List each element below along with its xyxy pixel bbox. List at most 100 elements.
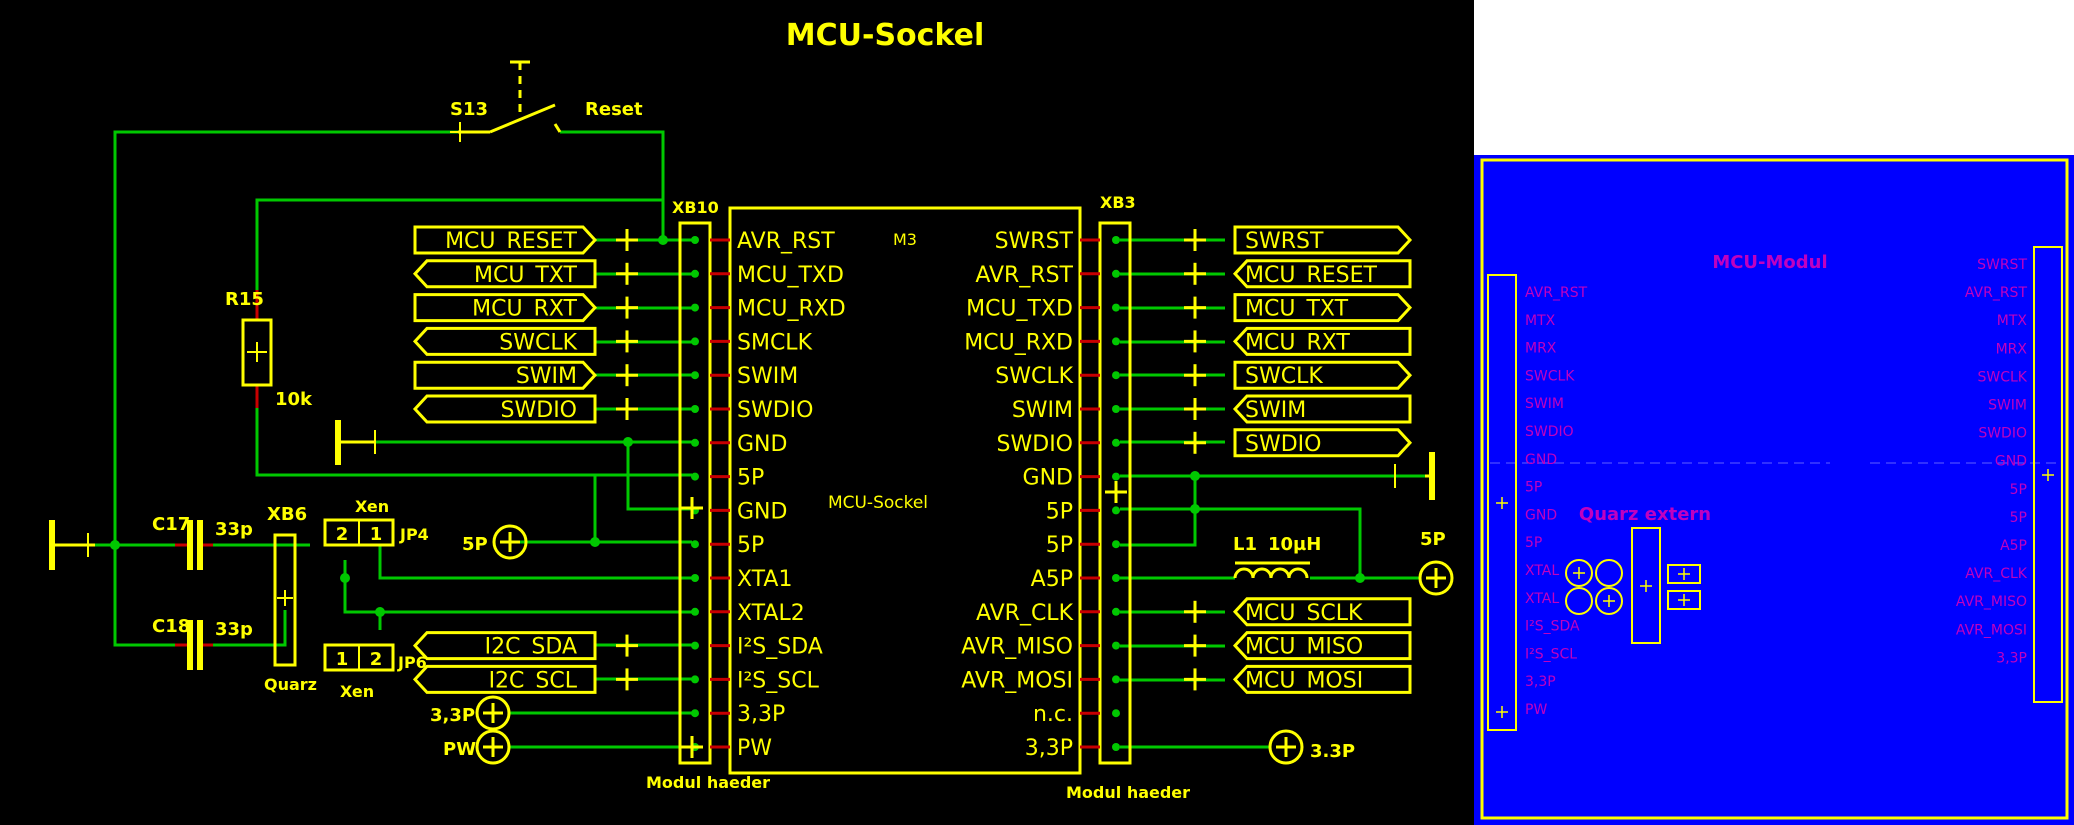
pcb-right-pin: SWRST xyxy=(1977,257,2027,273)
m3-left-pin: PW xyxy=(737,736,772,761)
l1-ref: L1 xyxy=(1233,534,1257,555)
junction xyxy=(1355,573,1365,583)
power-5p-right: 5P xyxy=(1418,529,1454,596)
jp6-ref: JP6 xyxy=(397,653,427,672)
pcb-right-pin: A5P xyxy=(2000,538,2027,554)
wire-r15-top xyxy=(255,198,663,320)
resistor-r15: R15 10k xyxy=(225,289,313,410)
pcb-quartz-label: Quarz extern xyxy=(1579,504,1711,525)
xb3-ref: XB3 xyxy=(1100,193,1136,212)
junction xyxy=(658,235,668,245)
wire-r-5p-link xyxy=(1120,507,1197,547)
header-xb10: XB10 Modul haeder xyxy=(646,198,770,792)
junction xyxy=(110,540,120,550)
junction xyxy=(375,607,385,617)
m3-right-pin: MCU_RXD xyxy=(964,330,1073,355)
m3-right-pin: AVR_RST xyxy=(975,263,1073,288)
right-net-label: SWCLK xyxy=(1245,364,1323,389)
pcb-right-pin: SWDIO xyxy=(1978,426,2027,442)
xb10-ref: XB10 xyxy=(672,198,719,217)
left-net-label: I2C_SDA xyxy=(485,635,577,660)
r15-value: 10k xyxy=(275,389,313,410)
pcb-right-pin: 5P xyxy=(2010,482,2027,498)
m3-left-pin: SWDIO xyxy=(737,398,813,423)
pcb-left-pin: I²S_SDA xyxy=(1525,619,1580,635)
pcb-right-pin: MRX xyxy=(1996,341,2028,357)
m3-left-pin: 5P xyxy=(737,466,764,491)
left-net-label: I2C_SCL xyxy=(489,668,578,693)
m3-right-pin: SWCLK xyxy=(995,364,1073,389)
pcb-right-pin-list: SWRSTAVR_RSTMTXMRXSWCLKSWIMSWDIOGND5P5PA… xyxy=(1956,257,2028,666)
m3-left-pin: SMCLK xyxy=(737,330,813,355)
page-title: MCU-Sockel xyxy=(786,18,984,53)
c17-value: 33p xyxy=(215,519,253,540)
wire-gnd-c18 xyxy=(113,545,175,647)
m3-left-pin: MCU_RXD xyxy=(737,297,846,322)
left-net-label: SWCLK xyxy=(499,330,577,355)
pcb-left-pin: SWDIO xyxy=(1525,424,1574,440)
power-pw: PW xyxy=(443,729,511,765)
left-net-label: MCU_RESET xyxy=(445,229,577,254)
pcb-panel-top-bg xyxy=(1474,0,2074,155)
pcb-board xyxy=(1474,155,2074,825)
reset-switch: S13 Reset xyxy=(450,60,643,142)
m3-left-pin: 5P xyxy=(737,533,764,558)
power-5p-left: 5P xyxy=(462,524,528,560)
c18-ref: C18 xyxy=(152,616,190,637)
right-net-label: MCU_SCLK xyxy=(1245,601,1363,626)
pcb-right-pin: GND xyxy=(1995,454,2027,470)
right-net-label: MCU_TXT xyxy=(1245,297,1349,322)
m3-ref: M3 xyxy=(893,230,917,249)
wire-reset-left xyxy=(113,130,458,545)
left-net-label: SWIM xyxy=(516,364,577,389)
m3-right-pin: 5P xyxy=(1046,499,1073,524)
pcb-left-pin: MTX xyxy=(1525,313,1556,329)
power-pw-label: PW xyxy=(443,739,476,760)
pcb-right-pin: AVR_CLK xyxy=(1965,566,2028,582)
xb3-footer: Modul haeder xyxy=(1066,783,1190,802)
pcb-right-pin: 3,3P xyxy=(1996,650,2027,666)
xb6-ref: XB6 xyxy=(267,504,307,525)
m3-right-pin: A5P xyxy=(1031,567,1073,592)
pcb-left-pin: SWCLK xyxy=(1525,368,1575,384)
right-net-label-list: SWRSTMCU_RESETMCU_TXTMCU_RXTSWCLKSWIMSWD… xyxy=(1184,225,1413,694)
switch-label: Reset xyxy=(585,99,643,120)
l1-value: 10µH xyxy=(1268,534,1321,555)
pcb-panel: MCU-Modul Quarz extern xyxy=(1474,0,2074,825)
left-net-label: MCU_TXT xyxy=(474,263,578,288)
pcb-right-pin: SWCLK xyxy=(1978,369,2028,385)
power-33p-left-label: 3,3P xyxy=(430,705,475,726)
pcb-left-pin: PW xyxy=(1525,702,1547,718)
right-net-label: SWDIO xyxy=(1245,432,1321,457)
pcb-right-pin: AVR_RST xyxy=(1965,285,2028,301)
mcu-socket-m3: M3 MCU-Sockel xyxy=(728,206,1082,775)
junctions xyxy=(110,235,1365,617)
jp4-ref: JP4 xyxy=(399,525,429,544)
right-net-label: MCU_RESET xyxy=(1245,263,1377,288)
pcb-left-pin-list: AVR_RSTMTXMRXSWCLKSWIMSWDIOGND5PGND5PXTA… xyxy=(1525,285,1588,718)
m3-left-pin: 3,3P xyxy=(737,702,785,727)
power-33p-right-label: 3.3P xyxy=(1310,741,1355,762)
quartz-xb6: XB6 Quarz xyxy=(264,504,317,694)
right-net-label: SWRST xyxy=(1245,229,1324,254)
power-5p-left-label: 5P xyxy=(462,534,488,555)
jp4-pin-a: 2 xyxy=(336,524,349,545)
pcb-left-pin: I²S_SCL xyxy=(1525,646,1577,662)
wire-r15-bottom-5p xyxy=(255,408,692,477)
gnd-symbol-right xyxy=(1394,452,1435,500)
m3-right-pin: MCU_TXD xyxy=(966,297,1073,322)
jumper-jp4: 2 1 Xen JP4 xyxy=(323,497,429,547)
pcb-right-pin: SWIM xyxy=(1988,398,2027,414)
c18-value: 33p xyxy=(215,619,253,640)
pcb-left-pin: GND xyxy=(1525,452,1557,468)
power-33p-left: 3,3P xyxy=(430,695,511,731)
pcb-left-pin: MRX xyxy=(1525,341,1557,357)
wire-r-5p-to-l1 xyxy=(1195,507,1362,578)
right-net-label: MCU_MISO xyxy=(1245,635,1363,660)
m3-right-pin-list: SWRSTAVR_RSTMCU_TXDMCU_RXDSWCLKSWIMSWDIO… xyxy=(961,229,1127,761)
m3-left-pin: GND xyxy=(737,432,787,457)
m3-left-pin: I²S_SCL xyxy=(737,668,820,693)
jp6-pin-b: 2 xyxy=(370,649,383,670)
m3-right-pin: GND xyxy=(1023,466,1073,491)
